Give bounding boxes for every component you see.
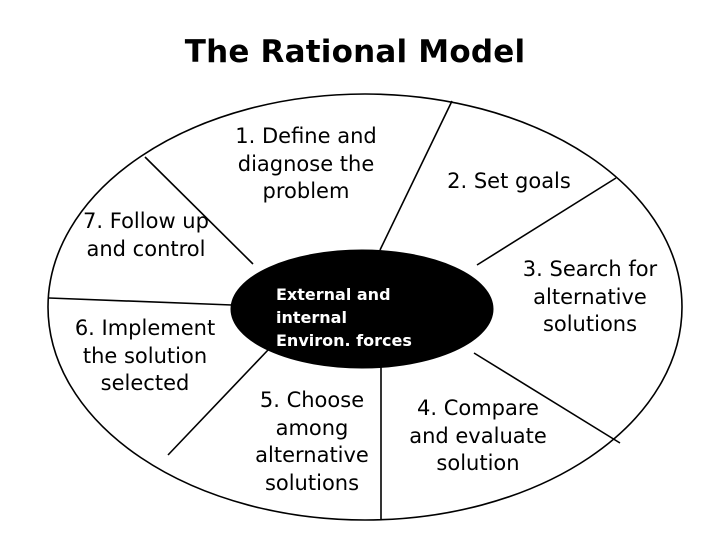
spoke-6-7	[48, 297, 233, 306]
core-ellipse	[230, 249, 494, 369]
spoke-1-2	[379, 100, 453, 251]
segment-label-6: 6. Implement the solution selected	[74, 316, 216, 396]
segment-label-2: 2. Set goals	[447, 169, 571, 193]
segment-label-1: 1. Define and diagnose the problem	[235, 124, 377, 204]
spoke-5-6	[167, 349, 269, 456]
segment-label-5: 5. Choose among alternative solutions	[255, 388, 369, 496]
page-title: The Rational Model	[184, 34, 526, 70]
spoke-2-3	[476, 177, 617, 266]
segment-label-3: 3. Search for alternative solutions	[522, 257, 658, 337]
core-label: External and internal Environ. forces	[276, 285, 412, 351]
segment-label-4: 4. Compare and evaluate solution	[409, 396, 547, 476]
spoke-7-1	[144, 156, 254, 265]
spoke-3-4	[473, 352, 621, 444]
segment-label-7: 7. Follow up and control	[83, 209, 209, 261]
